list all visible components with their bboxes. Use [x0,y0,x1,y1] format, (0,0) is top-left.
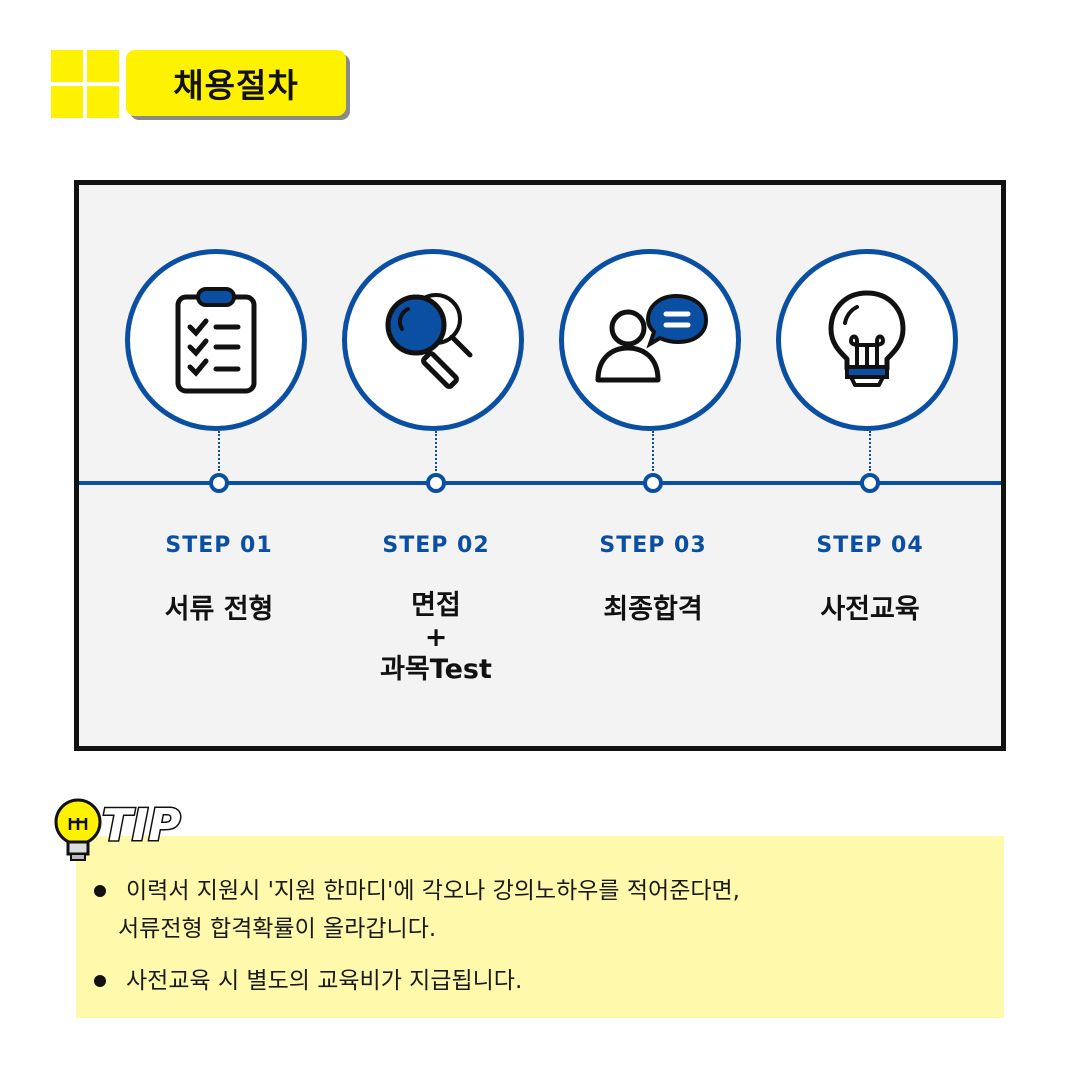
step-1-label: STEP 01 [165,533,273,558]
step-3-timeline-dot [643,473,663,493]
step-2-title: 면접 + 과목Test [380,590,492,685]
magnifier-icon [385,293,473,389]
step-4-label: STEP 04 [816,533,924,558]
step-3-circle [559,249,741,431]
step-1-timeline-dot [209,473,229,493]
step-1-title: 서류 전형 [164,594,274,625]
step-4-timeline-dot [860,473,880,493]
section-title: 채용절차 [173,66,299,105]
step-2-circle [342,249,524,431]
lightbulb-icon [828,290,906,387]
header-grid-icon [51,50,119,118]
tip-heading: TIP [102,800,181,851]
step-1-circle [125,249,307,431]
step-3-label: STEP 03 [599,533,707,558]
step-3: STEP 03 최종합격 [513,185,741,746]
tip-item-1-line2: 서류전형 합격확률이 올라갑니다. [118,916,437,942]
tip-lightbulb-icon [54,798,102,861]
step-4-title: 사전교육 [820,594,920,625]
step-1-connector [218,431,220,471]
tip-item-2: 사전교육 시 별도의 교육비가 지급됩니다. [94,964,523,998]
step-2-label: STEP 02 [382,533,490,558]
tip-item-2-line1: 사전교육 시 별도의 교육비가 지급됩니다. [126,968,523,994]
step-3-title: 최종합격 [603,594,703,625]
step-3-connector [652,431,654,471]
clipboard-checklist-icon [175,287,257,394]
step-2: STEP 02 면접 + 과목Test [296,185,524,746]
process-panel: STEP 01 서류 전형 STEP 02 면접 + 과목Test [74,180,1006,751]
step-4-circle [776,249,958,431]
bullet-icon [94,975,106,987]
step-2-connector [435,431,437,471]
bullet-icon [94,885,106,897]
step-4-connector [869,431,871,471]
section-title-badge: 채용절차 [126,50,346,116]
tip-item-1: 이력서 지원시 '지원 한마디'에 각오나 강의노하우를 적어준다면, 서류전형… [94,874,740,946]
step-2-timeline-dot [426,473,446,493]
tip-lightbulb-logo: TIP [54,798,182,861]
step-1: STEP 01 서류 전형 [79,185,307,746]
timeline-line [79,481,1001,485]
person-chat-icon [595,293,709,383]
tip-item-1-line1: 이력서 지원시 '지원 한마디'에 각오나 강의노하우를 적어준다면, [126,878,740,904]
step-4: STEP 04 사전교육 [730,185,958,746]
tip-box: 이력서 지원시 '지원 한마디'에 각오나 강의노하우를 적어준다면, 서류전형… [76,836,1004,1018]
